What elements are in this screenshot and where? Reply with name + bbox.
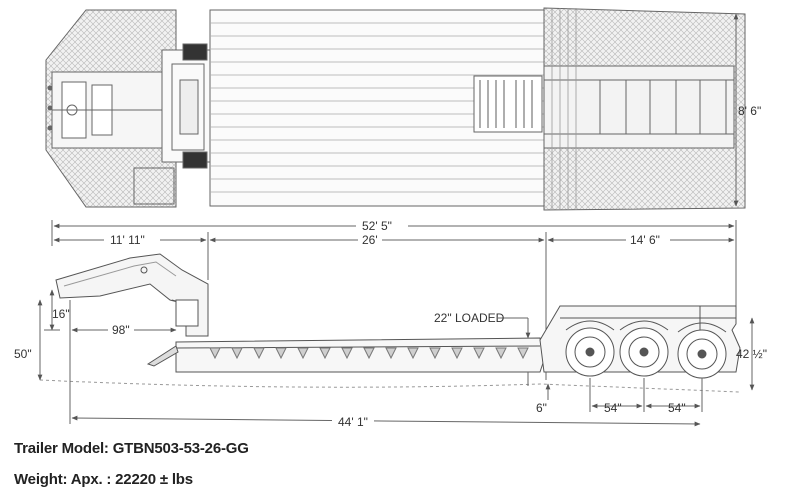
swing-clearance-dimension: 16": [52, 307, 70, 321]
overall-length-dimension: 52' 5": [362, 219, 392, 233]
wheelbase-dimension: 44' 1": [338, 415, 368, 429]
gooseneck-side: [55, 253, 209, 337]
deck-length-dimension: 26': [362, 233, 378, 247]
deck-beams: [209, 347, 529, 360]
side-view: [55, 253, 741, 379]
gooseneck-length-dimension: 11' 11": [110, 233, 145, 247]
deck-boards: [210, 22, 544, 193]
axle-spacing-1-dimension: 54": [604, 401, 622, 415]
trailer-model-caption: Trailer Model: GTBN503-53-26-GG: [14, 440, 249, 457]
kingpin-setback-dimension: 98": [112, 323, 130, 337]
axle-spacing-2-dimension: 54": [668, 401, 686, 415]
rear-axle-frame: [543, 65, 735, 149]
fifth-wheel-height-dimension: 50": [14, 347, 32, 361]
ground-clearance-dimension: 6": [536, 401, 547, 415]
rear-length-dimension: 14' 6": [630, 233, 660, 247]
deck-side: [175, 337, 545, 373]
top-view: [45, 7, 746, 211]
width-dimension: 8' 6": [738, 104, 761, 118]
rear-deck-height-dimension: 42 ½": [736, 347, 767, 361]
rear-wheels: [565, 327, 727, 379]
front-ramp: [146, 345, 179, 367]
trailer-weight-caption: Weight: Apx. : 22220 ± lbs: [14, 471, 193, 488]
loaded-height-dimension: 22" LOADED: [434, 311, 505, 325]
ground-line: [39, 379, 741, 393]
